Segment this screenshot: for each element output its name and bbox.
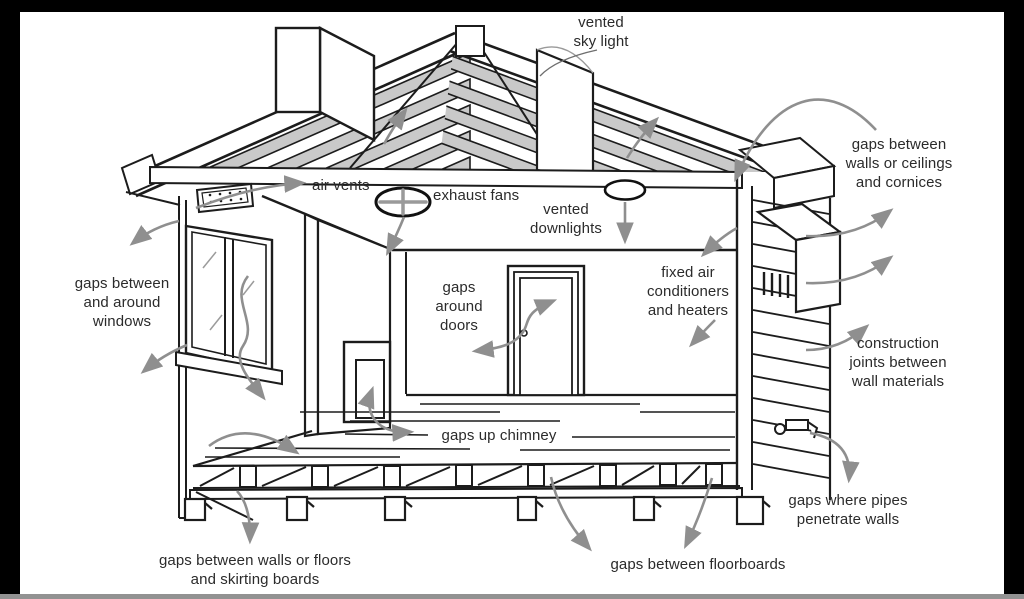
- label-floorboard-gaps: gaps between floorboards: [610, 556, 786, 573]
- label-vented-downlights: vented downlights: [530, 201, 602, 237]
- arrow-floorboards-1: [549, 476, 592, 552]
- arrow-cornice-gap: [734, 98, 877, 183]
- arrow-construction-joint: [805, 324, 870, 352]
- door: [506, 264, 586, 397]
- tap-icon: [774, 419, 819, 439]
- arrow-aircon-1: [700, 226, 738, 258]
- chimney-breast: [303, 212, 392, 438]
- right-wall: [735, 178, 843, 500]
- downlight-icon: [603, 179, 647, 201]
- label-construction-joints: construction joints between wall materia…: [849, 335, 947, 390]
- arrow-aircon-2: [689, 319, 716, 348]
- frame-border-left: [0, 0, 20, 599]
- label-air-vents: air vents: [312, 177, 370, 194]
- wall-vent-slits: [762, 272, 790, 298]
- arrow-wall-ceiling-2: [805, 255, 894, 285]
- label-chimney-gaps: gaps up chimney: [441, 427, 557, 444]
- arrow-eave-left: [129, 219, 180, 246]
- chimney-stack: [274, 26, 376, 142]
- floor: [183, 403, 771, 526]
- cornice-right: [737, 136, 837, 210]
- window-sill: [175, 350, 283, 386]
- skylight-shaft: [535, 46, 595, 182]
- arrow-window-gap: [238, 275, 266, 401]
- arrow-door-gap: [471, 299, 558, 358]
- frame-border-top: [0, 0, 1024, 12]
- arrow-wall-ceiling-1: [805, 208, 894, 238]
- arrow-roof-right: [625, 116, 660, 159]
- label-skirting-gaps: gaps between walls or floors and skirtin…: [158, 552, 352, 588]
- ridge-vent: [455, 25, 485, 57]
- label-fixed-air-conditioners: fixed air conditioners and heaters: [646, 264, 730, 319]
- label-window-gaps: gaps between and around windows: [74, 275, 170, 330]
- leak-arrows: [129, 49, 894, 552]
- bearer: [189, 486, 743, 501]
- arrow-pipes: [809, 431, 860, 484]
- label-door-gaps: gaps around doors: [435, 279, 483, 334]
- label-pipe-gaps: gaps where pipes penetrate walls: [788, 492, 908, 528]
- arrow-underfloor: [208, 432, 300, 455]
- arrow-wall-lower-left: [140, 343, 188, 374]
- arrow-skirting: [236, 490, 260, 545]
- arrow-air-vent: [195, 175, 307, 210]
- window-frame: [184, 224, 274, 374]
- exhaust-fan-icon: [374, 186, 432, 218]
- label-vented-skylight: vented sky light: [573, 14, 629, 50]
- frame-border-bottom: [0, 594, 1024, 599]
- arrow-roof-left: [382, 107, 408, 145]
- left-wall: [125, 182, 283, 521]
- air-conditioner-unit: [755, 202, 843, 314]
- skylight-pointer-line: [539, 49, 598, 77]
- stumps: [183, 495, 771, 526]
- label-exhaust-fans: exhaust fans: [433, 187, 520, 204]
- arrow-floorboards-2: [684, 477, 714, 549]
- arrow-exhaust-fan: [386, 216, 406, 256]
- frame-border-right: [1004, 0, 1024, 599]
- arrow-chimney-gap: [357, 385, 415, 442]
- floor-joists: [199, 463, 723, 488]
- label-cornice-gaps: gaps between walls or ceilings and corni…: [845, 136, 953, 191]
